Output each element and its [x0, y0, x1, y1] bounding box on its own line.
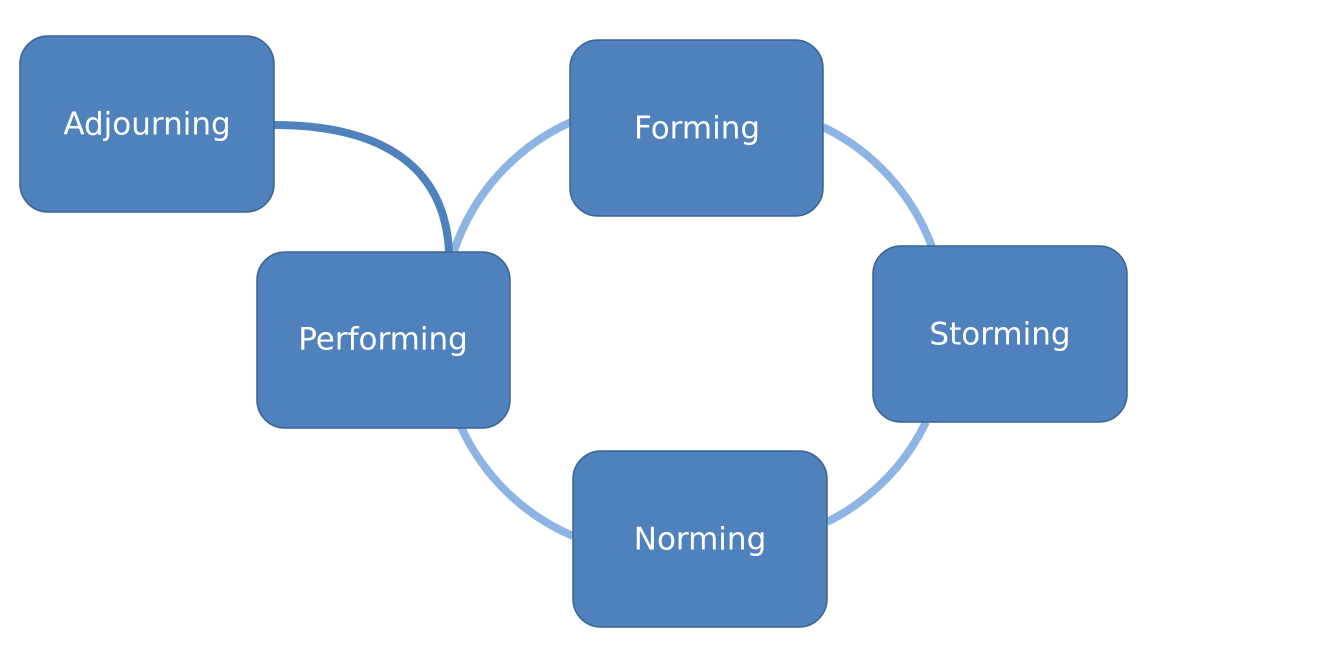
- stage-forming: Forming: [569, 39, 824, 217]
- stage-label-norming: Norming: [634, 522, 767, 558]
- stage-performing: Performing: [256, 251, 511, 429]
- connector-norming-performing: [457, 425, 575, 540]
- stage-label-storming: Storming: [929, 317, 1070, 353]
- stage-adjourning: Adjourning: [19, 35, 275, 213]
- connector-performing-forming: [450, 118, 573, 253]
- stage-storming: Storming: [872, 245, 1128, 423]
- connector-storming-norming: [825, 420, 930, 526]
- stage-label-forming: Forming: [634, 111, 760, 147]
- stage-label-adjourning: Adjourning: [63, 107, 230, 143]
- connector-performing-adjourning: [273, 121, 453, 253]
- stage-label-performing: Performing: [298, 322, 468, 358]
- connector-forming-storming: [821, 123, 936, 249]
- stage-norming: Norming: [572, 450, 828, 628]
